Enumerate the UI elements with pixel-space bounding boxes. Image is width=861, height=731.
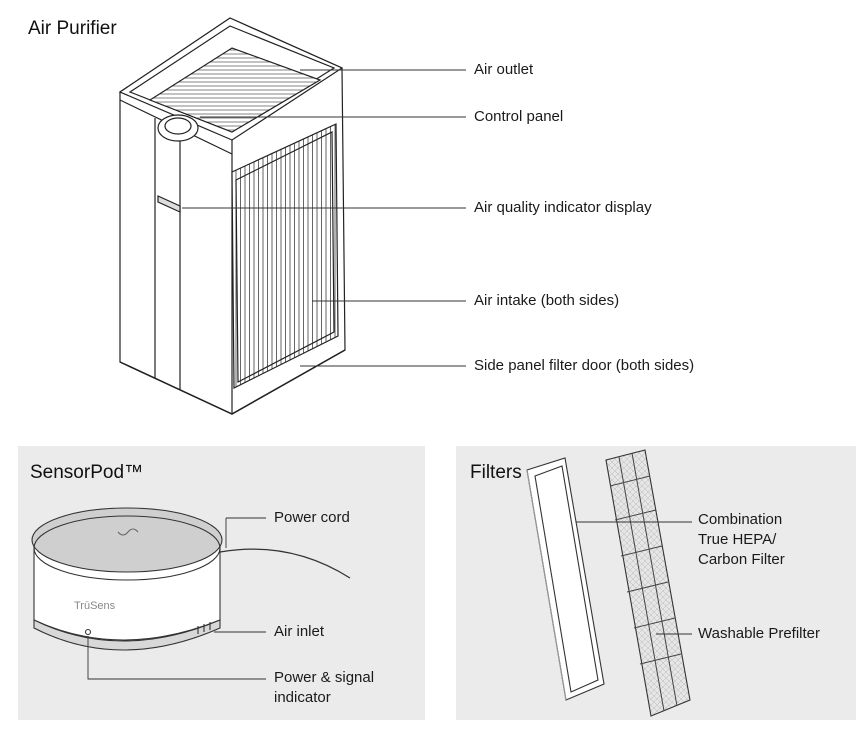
- label-air-quality-indicator: Air quality indicator display: [474, 199, 652, 216]
- label-hepa-1: Combination: [698, 511, 783, 528]
- purifier-title: Air Purifier: [28, 18, 117, 39]
- label-control-panel: Control panel: [474, 108, 564, 125]
- label-power-signal-indicator-2: indicator: [274, 689, 331, 706]
- air-purifier-illustration: [118, 17, 466, 415]
- label-hepa-2: True HEPA/: [698, 531, 777, 548]
- label-air-outlet: Air outlet: [474, 61, 534, 78]
- label-power-signal-indicator-1: Power & signal: [274, 669, 375, 686]
- label-filter-door: Side panel filter door (both sides): [474, 357, 695, 374]
- label-power-cord: Power cord: [274, 509, 350, 526]
- label-air-inlet: Air inlet: [274, 623, 325, 640]
- sensorpod-brand: TrūSens: [74, 600, 116, 612]
- label-washable-prefilter: Washable Prefilter: [698, 625, 820, 642]
- sensorpod-title: SensorPod™: [30, 462, 144, 483]
- label-hepa-3: Carbon Filter: [698, 551, 785, 568]
- label-air-intake: Air intake (both sides): [474, 292, 620, 309]
- filters-title: Filters: [470, 462, 522, 483]
